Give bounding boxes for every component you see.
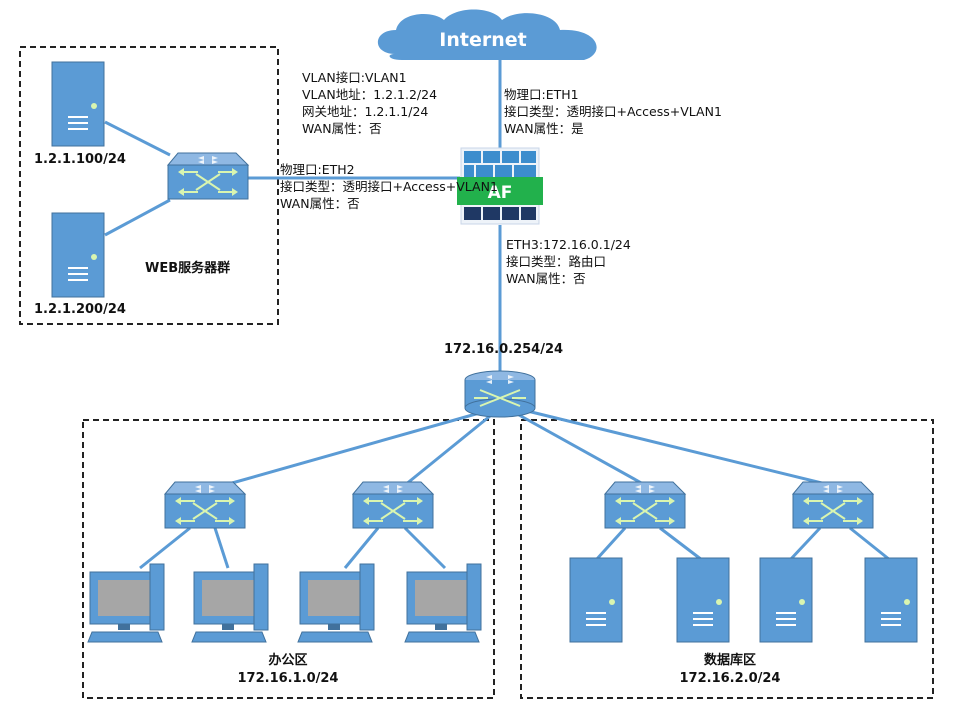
eth2-info-line: WAN属性：否 <box>280 196 360 211</box>
office-switch-2[interactable] <box>352 481 434 529</box>
database-zone-title: 数据库区 <box>704 652 756 668</box>
eth2-info-line: 接口类型：透明接口+Access+VLAN1 <box>280 179 498 194</box>
web-server-1-ip: 1.2.1.100/24 <box>34 152 126 167</box>
eth2-info-line: 物理口:ETH2 <box>280 162 355 177</box>
vlan-info-line: WAN属性：否 <box>302 121 382 136</box>
web-group-title: WEB服务器群 <box>145 260 230 276</box>
database-server-3[interactable] <box>759 557 813 643</box>
web-server-2-ip: 1.2.1.200/24 <box>34 302 126 317</box>
eth1-info-line: 物理口:ETH1 <box>504 87 579 102</box>
vlan-info-line: VLAN地址：1.2.1.2/24 <box>302 87 437 102</box>
office-pc-4[interactable] <box>404 563 482 643</box>
eth1-info-line: WAN属性：是 <box>504 121 584 136</box>
internet-label: Internet <box>439 29 526 51</box>
eth3-info-line: 接口类型：路由口 <box>506 254 606 269</box>
office-zone-title: 办公区 <box>268 652 307 668</box>
vlan-info-line: 网关地址：1.2.1.1/24 <box>302 104 428 119</box>
office-switch-1[interactable] <box>164 481 246 529</box>
database-switch-2[interactable] <box>792 481 874 529</box>
office-zone-subnet: 172.16.1.0/24 <box>238 671 339 686</box>
eth3-info-line: ETH3:172.16.0.1/24 <box>506 237 631 252</box>
web-server-2[interactable] <box>51 212 105 298</box>
firewall-label: AF <box>488 183 513 203</box>
office-pc-2[interactable] <box>191 563 269 643</box>
web-zone-border <box>19 46 279 325</box>
firewall-af[interactable]: AF <box>457 147 543 225</box>
database-zone-border <box>520 419 934 699</box>
internet-cloud: Internet <box>377 9 597 60</box>
database-server-1[interactable] <box>569 557 623 643</box>
web-switch[interactable] <box>167 152 249 200</box>
database-server-2[interactable] <box>676 557 730 643</box>
database-switch-1[interactable] <box>604 481 686 529</box>
office-zone-border <box>82 419 495 699</box>
web-server-1[interactable] <box>51 61 105 147</box>
database-server-4[interactable] <box>864 557 918 643</box>
core-switch-ip: 172.16.0.254/24 <box>444 342 563 357</box>
eth1-info-line: 接口类型：透明接口+Access+VLAN1 <box>504 104 722 119</box>
vlan-info-line: VLAN接口:VLAN1 <box>302 70 407 85</box>
eth3-info-line: WAN属性：否 <box>506 271 586 286</box>
network-links <box>104 55 891 570</box>
office-pc-1[interactable] <box>87 563 165 643</box>
office-pc-3[interactable] <box>297 563 375 643</box>
database-zone-subnet: 172.16.2.0/24 <box>680 671 781 686</box>
core-switch[interactable] <box>464 370 536 418</box>
